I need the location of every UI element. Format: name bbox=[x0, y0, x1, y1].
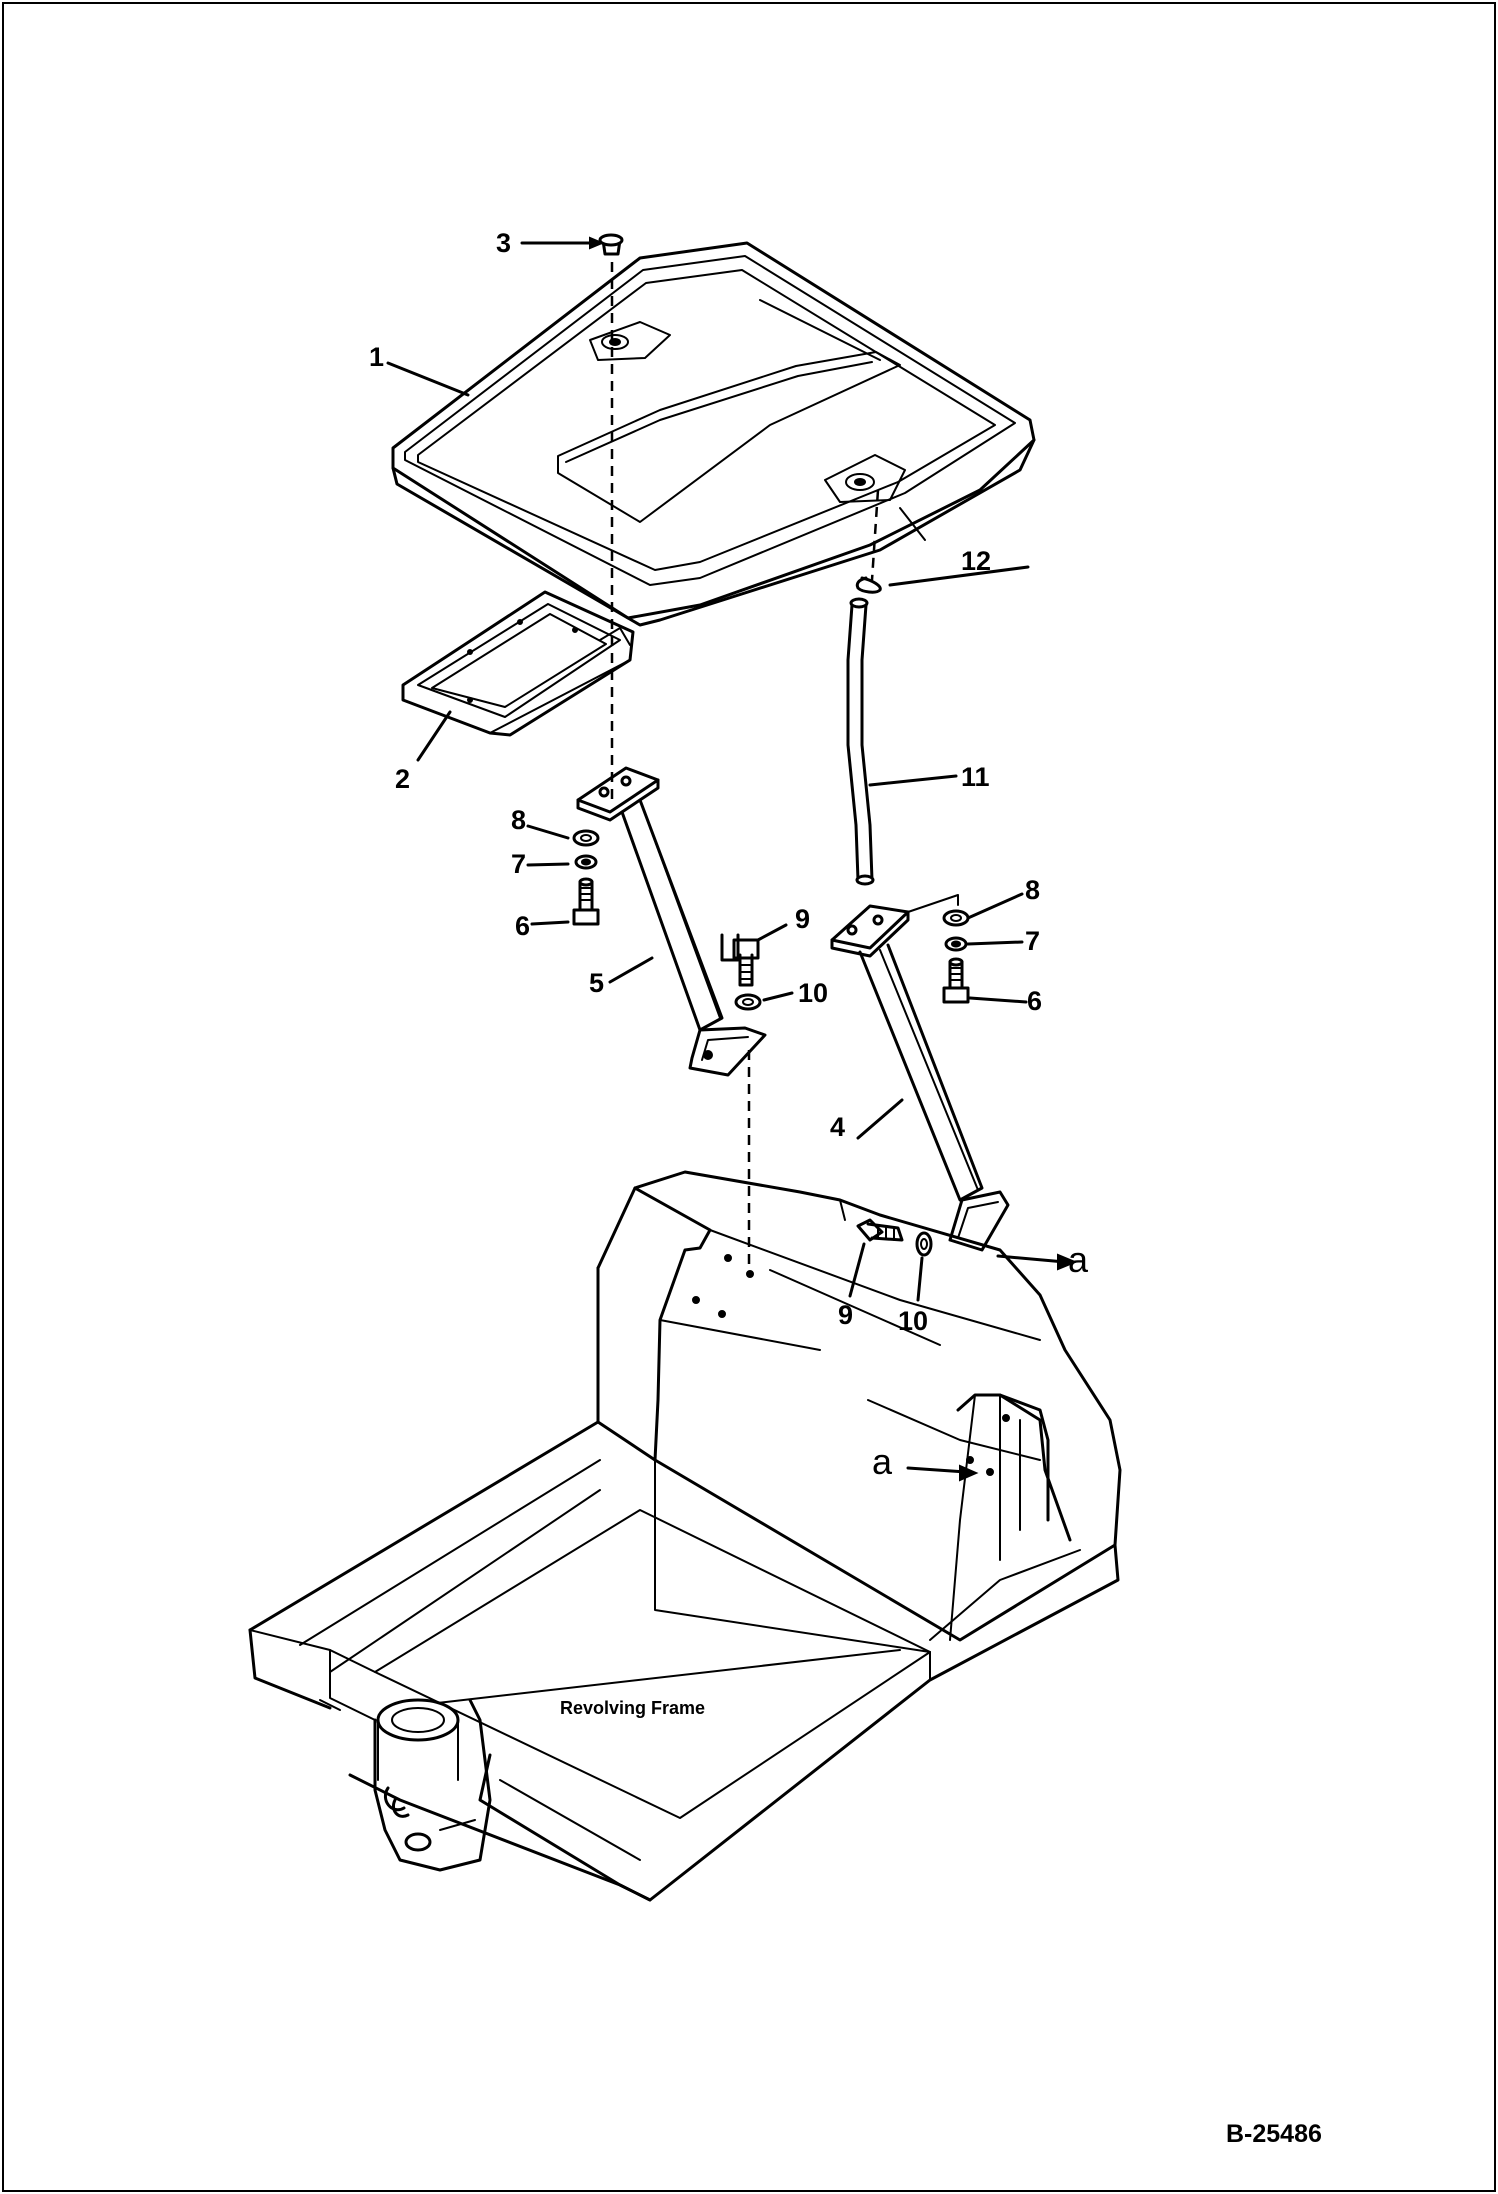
callout-1: 1 bbox=[369, 342, 384, 372]
assembly-line-right bbox=[870, 489, 880, 581]
ref-a-top-leader bbox=[996, 1254, 1067, 1264]
part-1-cover bbox=[391, 241, 1036, 627]
callout-numbers: 3 1 2 8 7 6 5 9 10 12 11 8 7 6 4 9 10 bbox=[369, 228, 1042, 1336]
callout-11: 11 bbox=[961, 762, 990, 792]
callout-7-left: 7 bbox=[511, 849, 526, 879]
callout-9-lower: 9 bbox=[838, 1300, 853, 1330]
part-12-clip bbox=[855, 576, 882, 594]
callout-6-left: 6 bbox=[515, 911, 530, 941]
callout-8-left: 8 bbox=[511, 805, 526, 835]
part-4-bracket bbox=[830, 894, 1010, 1252]
revolving-frame-label: Revolving Frame bbox=[560, 1698, 705, 1718]
callout-10-center: 10 bbox=[798, 978, 828, 1008]
callout-6-right: 6 bbox=[1027, 986, 1042, 1016]
right-fastener-stack bbox=[942, 909, 970, 1004]
ref-letter-a-top: a bbox=[1068, 1239, 1089, 1280]
left-fastener-stack bbox=[572, 829, 600, 926]
callout-4: 4 bbox=[830, 1112, 845, 1142]
ref-letter-a-bottom: a bbox=[872, 1441, 893, 1482]
revolving-frame bbox=[248, 1170, 1122, 1902]
callout-9-center: 9 bbox=[795, 904, 810, 934]
callout-7-right: 7 bbox=[1025, 926, 1040, 956]
callout-3: 3 bbox=[496, 228, 511, 258]
lower-bolt-washer bbox=[856, 1218, 933, 1257]
part-11-rod bbox=[846, 597, 875, 886]
ref-a-top-arrowhead bbox=[1057, 1253, 1078, 1271]
callout-10-lower: 10 bbox=[898, 1306, 928, 1336]
ref-a-bottom-leader bbox=[906, 1466, 968, 1474]
callout-2: 2 bbox=[395, 764, 410, 794]
drawing-code: B-25486 bbox=[1226, 2120, 1322, 2148]
part-2-tray bbox=[401, 590, 635, 737]
callout-leaders bbox=[386, 236, 1030, 1302]
callout-8-right: 8 bbox=[1025, 875, 1040, 905]
ref-a-bottom-arrowhead bbox=[959, 1464, 979, 1482]
center-bolt-washer bbox=[720, 933, 762, 1011]
part-5-bracket bbox=[576, 766, 767, 1077]
callout-12: 12 bbox=[961, 546, 991, 576]
callout-5: 5 bbox=[589, 968, 604, 998]
part-3-plug bbox=[598, 233, 624, 256]
